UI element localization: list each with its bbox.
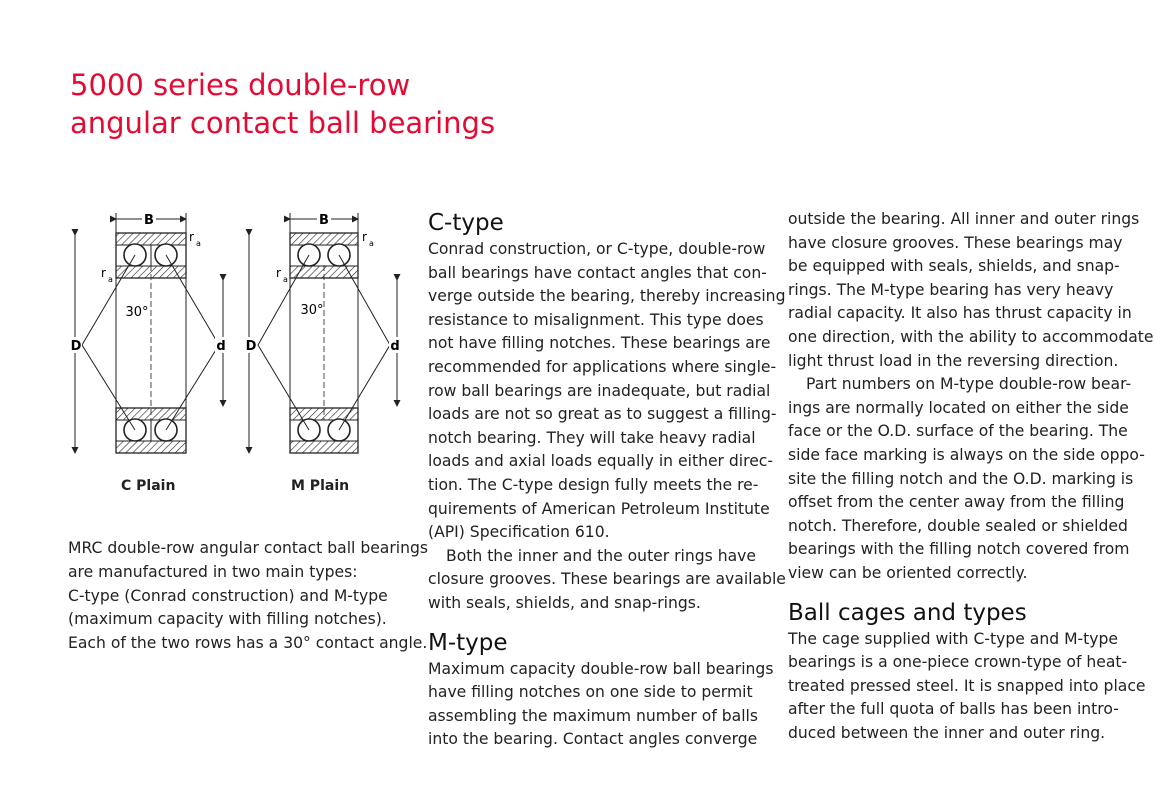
text-line: treated pressed steel. It is snapped int… — [788, 676, 1146, 695]
ball-cages-heading: Ball cages and types — [788, 599, 1027, 626]
m-type-paragraph-1-start: Maximum capacity double-row ball bearing… — [428, 658, 774, 752]
intro-line: (maximum capacity with filling notches). — [68, 610, 387, 629]
text-line: light thrust load in the reversing direc… — [788, 351, 1119, 370]
m-radius-sub-left: a — [283, 275, 288, 284]
text-line: side face marking is always on the side … — [788, 445, 1145, 464]
text-line: ball bearings have contact angles that c… — [428, 263, 767, 282]
text-line: verge outside the bearing, thereby incre… — [428, 287, 786, 306]
text-line: row ball bearings are inadequate, but ra… — [428, 381, 771, 400]
text-line: The cage supplied with C-type and M-type — [788, 629, 1119, 648]
text-line: have filling notches on one side to perm… — [428, 683, 753, 702]
text-line: site the filling notch and the O.D. mark… — [788, 469, 1134, 488]
text-line: assembling the maximum number of balls — [428, 706, 759, 725]
m-type-paragraph-2: Part numbers on M-type double-row bear- … — [788, 373, 1145, 585]
text-line: Conrad construction, or C-type, double-r… — [428, 240, 766, 258]
page-title-line-1: 5000 series double-row — [70, 68, 411, 102]
text-line: not have filling notches. These bearings… — [428, 334, 771, 353]
m-plain-caption: M Plain — [291, 478, 350, 494]
text-line: notch. Therefore, double sealed or shiel… — [788, 516, 1128, 535]
text-line: notch bearing. They will take heavy radi… — [428, 428, 756, 447]
m-type-heading: M-type — [428, 629, 508, 656]
text-line: quirements of American Petroleum Institu… — [428, 499, 770, 518]
m-inner-diameter-label: d — [390, 339, 399, 354]
m-type-paragraph-1-continued: outside the bearing. All inner and outer… — [788, 208, 1154, 373]
bearing-cross-section-figure: B 30° r a r a — [70, 212, 403, 454]
c-radius-label-top: r — [189, 230, 194, 244]
m-contact-angle-label: 30° — [300, 303, 323, 318]
intro-line: C-type (Conrad construction) and M-type — [68, 586, 388, 605]
intro-line: MRC double-row angular contact ball bear… — [68, 539, 429, 557]
text-line: loads and axial loads equally in either … — [428, 452, 774, 471]
page-title: 5000 series double-row angular contact b… — [70, 66, 495, 142]
c-plain-caption: C Plain — [121, 478, 176, 494]
text-line: bearings with the filling notch covered … — [788, 540, 1130, 559]
c-radius-sub-top: a — [196, 239, 201, 248]
text-column-middle: C-type Conrad construction, or C-type, d… — [428, 208, 786, 752]
m-radius-label-left: r — [276, 266, 281, 280]
text-line: after the full quota of balls has been i… — [788, 700, 1119, 719]
c-type-heading: C-type — [428, 210, 504, 236]
m-width-label: B — [319, 213, 329, 228]
ball-cages-paragraph: The cage supplied with C-type and M-type… — [788, 628, 1146, 746]
text-line: recommended for applications where singl… — [428, 357, 777, 376]
intro-line: Each of the two rows has a 30° contact a… — [68, 634, 428, 653]
text-line: face or the O.D. surface of the bearing.… — [788, 422, 1128, 441]
text-line: (API) Specification 610. — [428, 523, 610, 542]
text-line: resistance to misalignment. This type do… — [428, 310, 764, 329]
m-plain-drawing: B 30° r a r a D d — [244, 212, 403, 454]
c-plain-drawing: B 30° r a r a — [70, 212, 229, 454]
c-radius-sub-left: a — [108, 275, 113, 284]
text-line: Part numbers on M-type double-row bear- — [806, 375, 1132, 394]
text-line: have closure grooves. These bearings may — [788, 233, 1123, 252]
m-bottom-ring-section — [289, 407, 359, 454]
page-title-line-2: angular contact ball bearings — [70, 106, 496, 140]
c-contact-angle-label: 30° — [125, 305, 148, 320]
text-line: bearings is a one-piece crown-type of he… — [788, 653, 1128, 672]
c-radius-label-left: r — [101, 266, 106, 280]
c-width-label: B — [144, 213, 154, 228]
m-outer-diameter-label: D — [246, 339, 257, 354]
text-line: offset from the center away from the fil… — [788, 493, 1125, 512]
text-line: ings are normally located on either the … — [788, 398, 1129, 417]
text-line: outside the bearing. All inner and outer… — [788, 210, 1140, 228]
c-top-ring-section — [115, 232, 187, 279]
text-line: one direction, with the ability to accom… — [788, 327, 1154, 346]
text-line: closure grooves. These bearings are avai… — [428, 570, 786, 589]
text-line: tion. The C-type design fully meets the … — [428, 475, 759, 494]
text-line: view can be oriented correctly. — [788, 563, 1028, 582]
c-outer-diameter-label: D — [71, 339, 82, 354]
intro-paragraph: MRC double-row angular contact ball bear… — [68, 537, 429, 656]
text-line: be equipped with seals, shields, and sna… — [788, 257, 1120, 276]
text-line: loads are not so great as to suggest a f… — [428, 405, 777, 424]
c-inner-diameter-label: d — [216, 339, 225, 354]
text-line: with seals, shields, and snap-rings. — [428, 593, 701, 612]
text-line: rings. The M-type bearing has very heavy — [788, 280, 1114, 299]
intro-line: are manufactured in two main types: — [68, 562, 358, 581]
text-line: Maximum capacity double-row ball bearing… — [428, 659, 774, 678]
text-column-right: outside the bearing. All inner and outer… — [788, 208, 1154, 746]
m-radius-label-top: r — [362, 230, 367, 244]
text-line: radial capacity. It also has thrust capa… — [788, 304, 1132, 323]
m-radius-sub-top: a — [369, 239, 374, 248]
c-type-paragraph-2: Both the inner and the outer rings have … — [428, 545, 786, 616]
text-line: duced between the inner and outer ring. — [788, 723, 1106, 742]
text-line: Both the inner and the outer rings have — [446, 546, 757, 565]
text-line: into the bearing. Contact angles converg… — [428, 730, 758, 749]
c-type-paragraph-1: Conrad construction, or C-type, double-r… — [428, 238, 786, 545]
